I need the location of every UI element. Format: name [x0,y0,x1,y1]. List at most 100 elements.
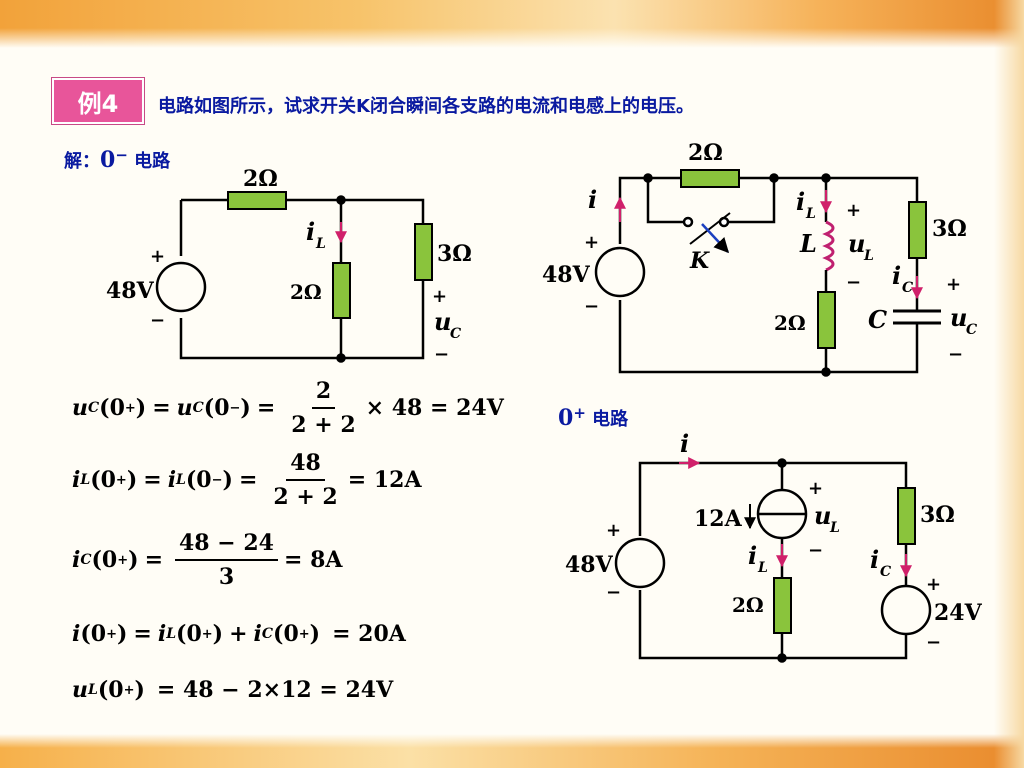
right-voltage-source [594,246,646,298]
eq1-equals2: = [256,395,276,421]
right-switch-arrow [701,223,730,254]
eq1-numerator: 2 [311,378,336,409]
right-inductor-label: L [799,229,817,258]
eq4-close3: ) [309,621,321,647]
plus-ic-sub: C [880,564,891,580]
plus-source-24-minus: − [926,632,941,653]
right-ul-label: u [848,229,865,258]
plus-il-label: i [748,541,757,570]
circuit-minus-sup: − [115,146,128,164]
left-r-mid-label: 2Ω [290,280,322,304]
left-source-minus: − [150,310,165,331]
eq4-result: = 20A [332,621,406,647]
circuit-plus-text: 电路 [585,409,629,430]
example-badge: 例4 [52,78,144,124]
eq1-lhs-sub: C [88,400,100,416]
eq1-sup1: + [124,400,136,416]
left-wire-bottom [179,280,425,360]
circuit-plus-prefix: 0 [558,405,574,431]
eq4-sup3: + [298,626,310,642]
eq2-sup2: − [211,472,223,488]
eq3-equals: = [144,547,163,573]
circuit-plus-sup: + [573,404,586,422]
plus-ic-label: i [870,545,879,574]
eq4-arg2: (0 [176,621,202,647]
right-source-minus: − [584,296,599,317]
plus-source-48-plus: + [606,520,621,541]
left-node-bottom [336,353,346,363]
left-resistor-mid [332,262,351,319]
right-r-top-label: 2Ω [688,140,723,166]
right-wire-top [739,176,919,202]
eq1-equals1: = [152,395,171,421]
footer-banner [0,734,1024,768]
right-switch-contact-left [682,216,694,228]
eq5-arg: (0 [97,677,124,703]
right-r-bottom-label: 2Ω [774,311,806,335]
eq1-sup2: − [229,400,241,416]
eq4-close2: ) [212,621,224,647]
right-ic-label: i [892,261,901,290]
right-resistor-top [680,169,740,188]
plus-ul-minus: − [808,540,823,561]
right-uc-label: u [950,303,967,332]
eq1-close1: ) [135,395,147,421]
eq4-arg3: (0 [273,621,299,647]
plus-source-24-label: 24V [934,600,983,626]
plus-ul-label: u [814,501,831,530]
eq3-close1: ) [128,547,139,573]
plus-voltage-source-24 [880,584,932,636]
eq2-arg2: (0 [185,467,212,493]
solution-label: 解： [64,151,100,172]
plus-node-bottom [777,653,787,663]
eq2-lhs-sub: L [80,472,91,488]
right-ic-sub: C [902,280,913,296]
left-resistor-top [227,191,287,210]
right-resistor-right [908,201,927,259]
left-resistor-right [414,223,433,281]
right-source-label: 48V [542,262,591,288]
eq4-arg1: (0 [80,621,107,647]
right-ul-plus: + [846,200,861,221]
plus-source-48-minus: − [606,582,621,603]
right-circuit [594,173,919,377]
right-switch-label: K [689,248,710,274]
right-switch-wire-left [646,178,684,224]
right-uc-minus: − [948,344,963,365]
eq3-arg1: (0 [91,547,118,573]
left-uc-label: u [434,307,451,336]
right-node-top-mid [769,173,779,183]
right-uc-sub: C [966,322,977,338]
left-circuit [155,195,425,363]
left-voltage-source [155,261,207,313]
eq2-lhs-var: i [72,467,81,493]
eq2-close1: ) [126,467,138,493]
plus-voltage-source-48 [614,537,666,589]
right-wire-left-top [618,176,681,244]
eq3-result: = 8A [283,547,343,573]
plus-ul-plus: + [808,478,823,499]
right-il-label: i [796,187,805,216]
plus-source-48-label: 48V [565,552,614,578]
left-il-label: i [306,217,315,246]
eq4-c-var: i [253,621,262,647]
circuit-plus-heading: 0+ 电路 [558,404,628,431]
plus-resistor-right [897,487,916,545]
plus-r-right-label: 3Ω [920,502,955,528]
left-uc-plus: + [432,286,447,307]
plus-current-source-label: 12A [694,506,743,532]
plus-circuit [614,458,932,663]
left-wire-top-b [286,198,425,224]
right-switch-blade [689,212,731,245]
left-uc-minus: − [434,344,449,365]
eq1-arg2: (0 [203,395,230,421]
eq1-denominator: 2 + 2 [291,412,356,438]
right-r-right-label: 3Ω [932,216,967,242]
eq3-numerator: 48 − 24 [175,530,278,561]
right-source-plus: + [584,232,599,253]
eq5-sup: + [123,682,135,698]
